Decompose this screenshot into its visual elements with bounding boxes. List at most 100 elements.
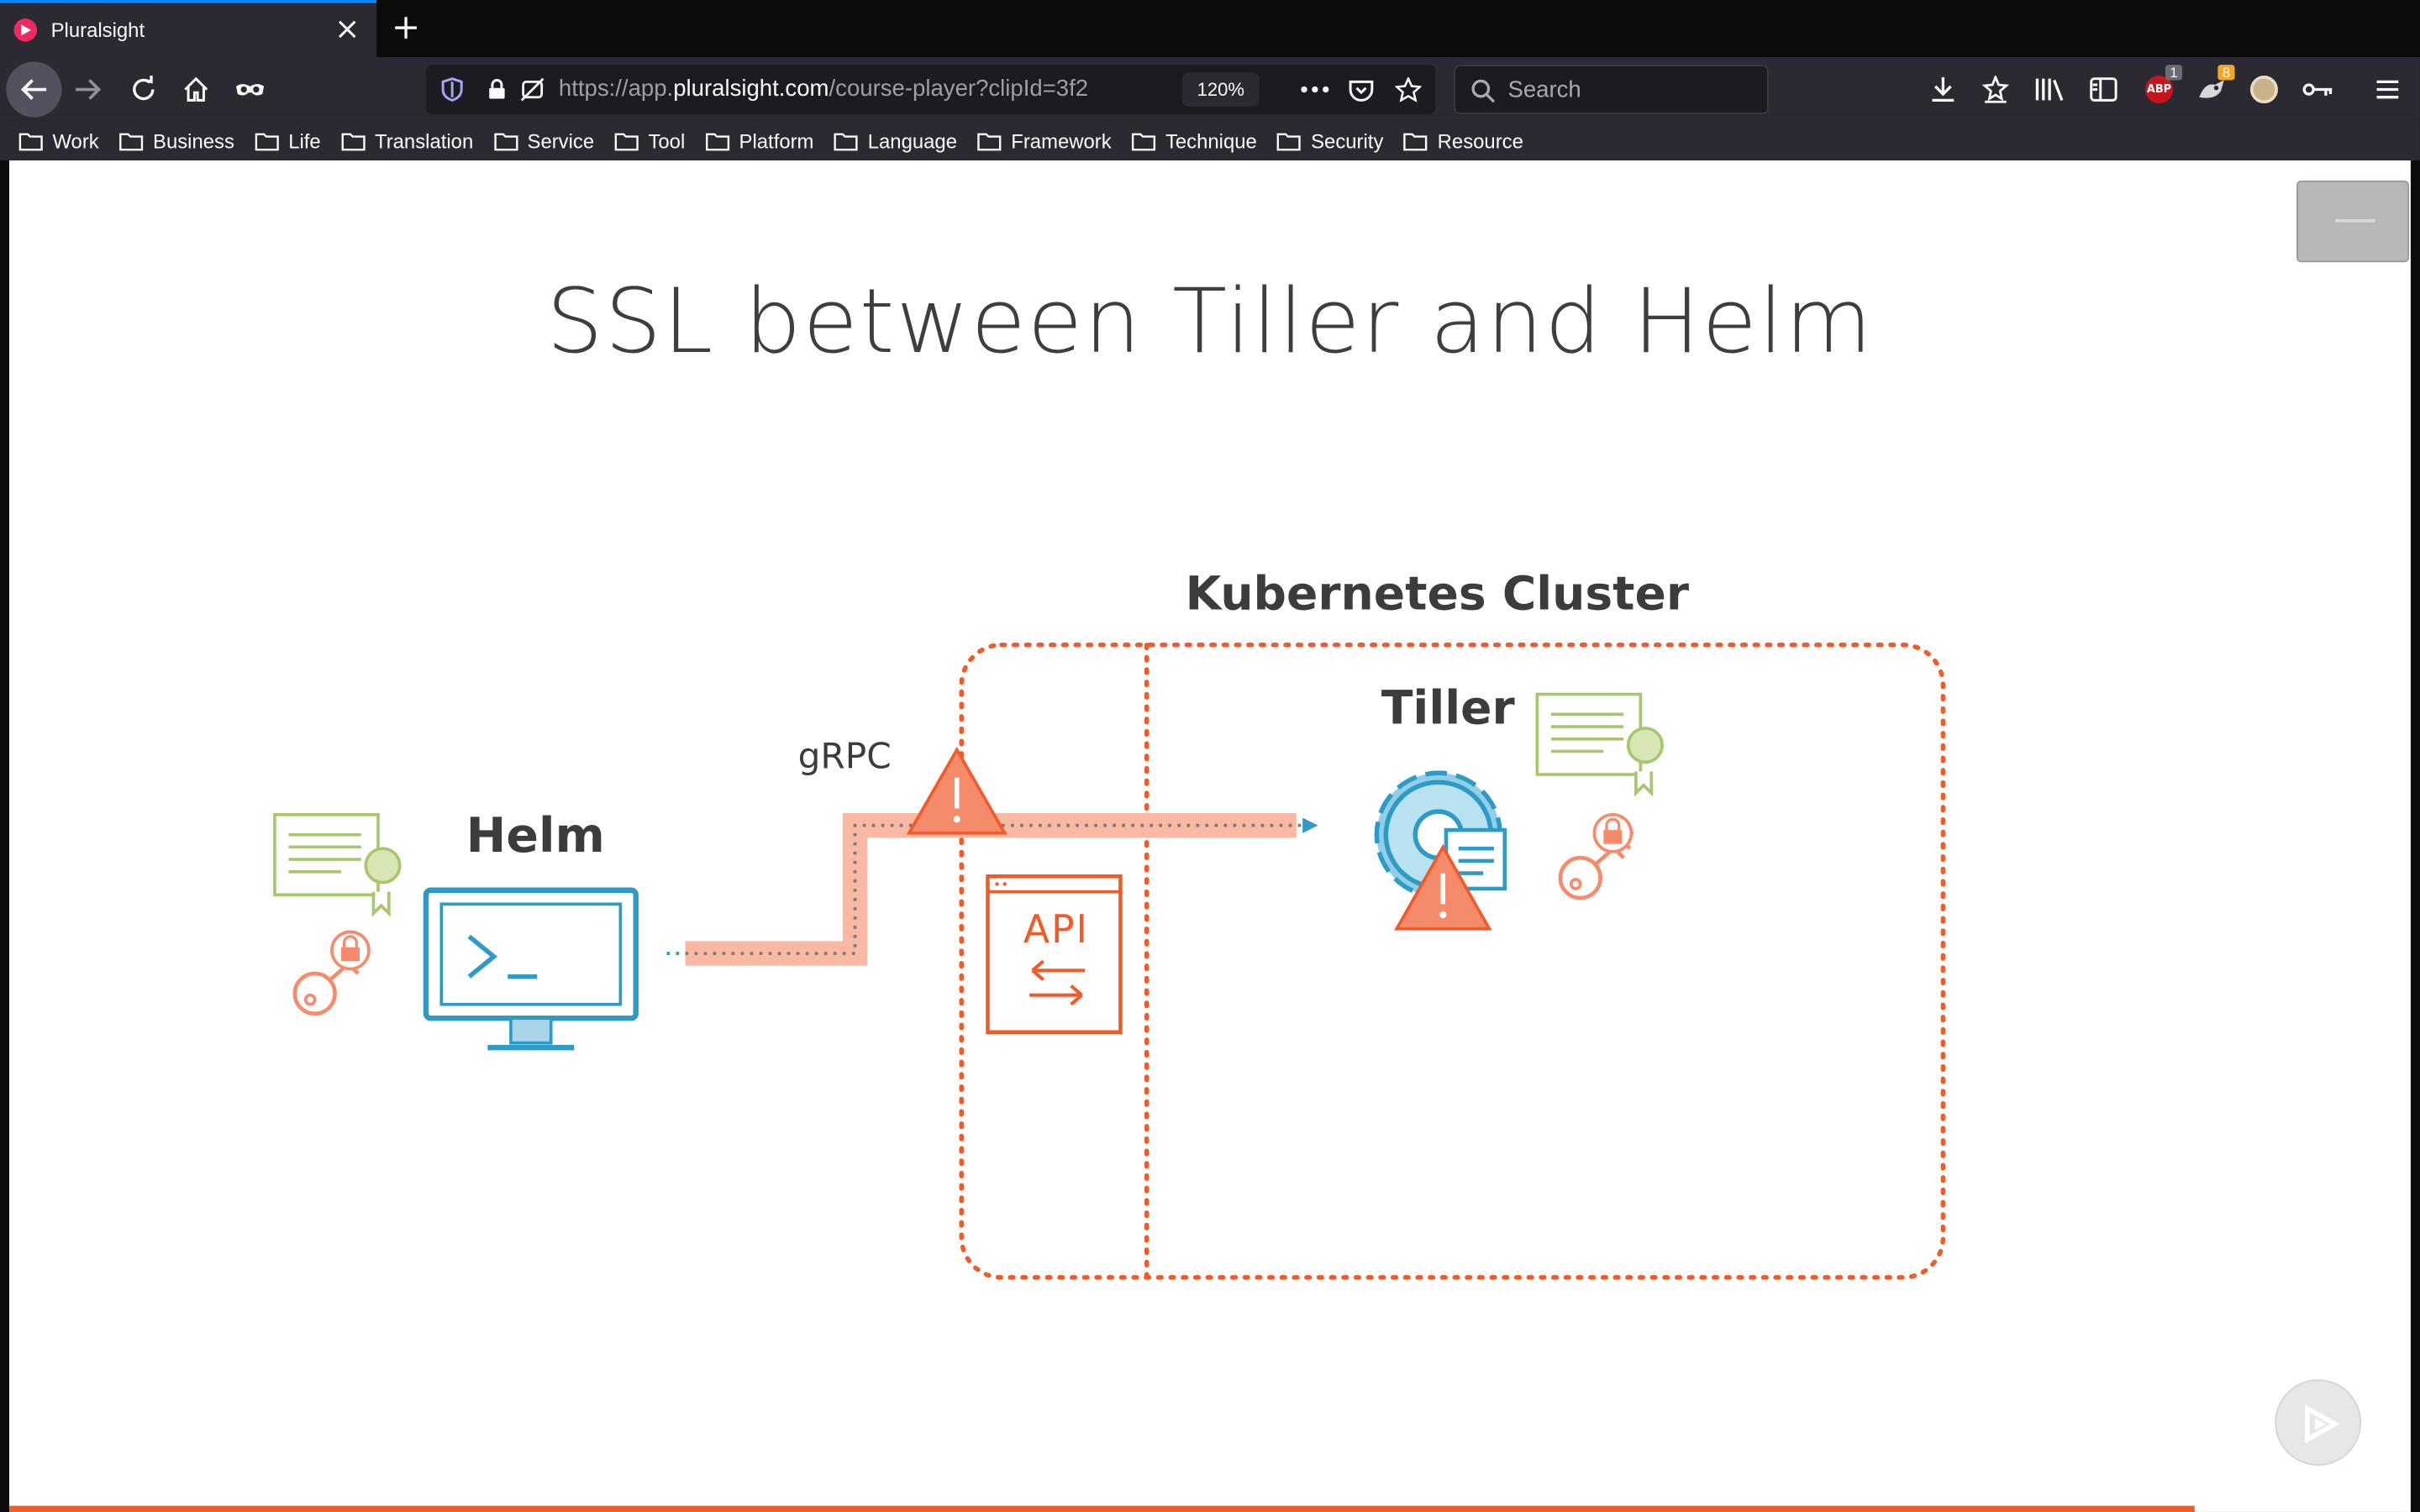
reading-list-button[interactable]	[1979, 72, 2012, 106]
folder-icon	[18, 132, 43, 150]
folder-icon	[834, 132, 859, 150]
folder-icon	[705, 132, 729, 150]
page-actions-icon[interactable]	[1297, 74, 1334, 105]
close-tab-icon[interactable]	[334, 15, 361, 43]
url-path: /course-player?clipId=3f2	[829, 75, 1089, 102]
bookmark-label: Business	[153, 129, 234, 152]
library-icon	[2035, 78, 2064, 101]
folder-icon	[1403, 132, 1428, 150]
bookmark-folder-tool[interactable]: Tool	[614, 129, 685, 152]
mask-icon	[236, 84, 265, 96]
helm-certificate-icon	[273, 812, 402, 917]
tab-pluralsight[interactable]: Pluralsight	[0, 0, 377, 57]
bookmark-label: Platform	[739, 129, 814, 152]
search-icon	[1471, 79, 1496, 103]
password-key-button[interactable]	[2300, 72, 2337, 106]
zoom-level-button[interactable]: 120%	[1181, 72, 1260, 107]
bookmark-folder-technique[interactable]: Technique	[1132, 129, 1257, 152]
folder-icon	[1277, 132, 1302, 150]
reload-icon	[133, 75, 155, 101]
bookmark-folder-translation[interactable]: Translation	[341, 129, 473, 152]
helm-terminal-icon	[423, 887, 639, 1051]
avatar	[2249, 75, 2278, 104]
url-prefix: https://app.	[558, 75, 674, 102]
video-progress-bar[interactable]	[9, 1505, 2195, 1512]
hamburger-menu-icon	[2376, 80, 2399, 99]
address-bar[interactable]: https://app.pluralsight.com/course-playe…	[425, 65, 1436, 114]
extension-button[interactable]: 8	[2191, 65, 2235, 110]
folder-icon	[119, 132, 144, 150]
tab-title: Pluralsight	[50, 18, 145, 42]
grpc-warning-icon	[906, 746, 1007, 835]
bookmark-label: Work	[52, 129, 99, 152]
key-icon	[2302, 83, 2333, 96]
grpc-dotted-line	[666, 823, 1303, 955]
folder-icon	[1132, 132, 1156, 150]
slide-title: SSL between Tiller and Helm	[546, 268, 1874, 374]
reload-button[interactable]	[127, 72, 160, 106]
pluralsight-favicon-icon	[13, 18, 38, 42]
bookmark-label: Service	[527, 129, 595, 152]
bookmark-label: Security	[1311, 129, 1384, 152]
tiller-label: Tiller	[1381, 681, 1515, 737]
bookmark-folder-language[interactable]: Language	[834, 129, 957, 152]
pocket-icon[interactable]	[1346, 74, 1377, 105]
extension-icon	[2199, 80, 2224, 98]
arrow-head-icon	[1302, 817, 1318, 833]
bookmark-folder-work[interactable]: Work	[18, 129, 99, 152]
search-field[interactable]: Search	[1454, 65, 1769, 114]
folder-icon	[341, 132, 366, 150]
bookmark-folder-platform[interactable]: Platform	[705, 129, 813, 152]
navigation-toolbar: https://app.pluralsight.com/course-playe…	[0, 56, 2420, 121]
downloads-button[interactable]	[1926, 72, 1960, 106]
cluster-boundary	[959, 642, 1946, 1280]
tiller-key-icon	[1558, 812, 1634, 900]
home-icon	[184, 76, 208, 102]
helm-label: Helm	[466, 808, 605, 864]
new-tab-icon[interactable]	[389, 11, 423, 45]
cluster-label: Kubernetes Cluster	[1185, 567, 1690, 622]
star-list-icon	[1981, 75, 2010, 103]
download-icon	[1932, 76, 1954, 102]
helm-key-icon	[292, 930, 371, 1016]
adblock-extension-button[interactable]: ABP 1	[2139, 65, 2183, 110]
bookmark-folder-security[interactable]: Security	[1277, 129, 1384, 152]
folder-icon	[255, 132, 279, 150]
tracking-protection-icon[interactable]	[518, 76, 546, 103]
bookmarks-toolbar: Work Business Life Translation Service Tool Pl…	[0, 120, 2420, 161]
back-arrow-icon	[20, 79, 47, 100]
bookmark-folder-framework[interactable]: Framework	[977, 129, 1112, 152]
search-placeholder: Search	[1507, 76, 1581, 104]
folder-icon	[977, 132, 1002, 150]
bookmark-folder-service[interactable]: Service	[493, 129, 594, 152]
forward-button[interactable]	[71, 72, 104, 106]
library-button[interactable]	[2031, 72, 2068, 106]
tiller-warning-icon	[1394, 843, 1492, 931]
back-button[interactable]	[6, 61, 62, 118]
bookmark-label: Life	[288, 129, 321, 152]
private-mask-button[interactable]	[232, 72, 269, 106]
app-menu-button[interactable]	[2370, 72, 2404, 106]
bookmark-folder-business[interactable]: Business	[119, 129, 234, 152]
profile-extension-button[interactable]	[2247, 72, 2281, 106]
lock-icon[interactable]	[485, 77, 509, 102]
adblock-badge: 1	[2165, 65, 2183, 81]
url-text[interactable]: https://app.pluralsight.com/course-playe…	[559, 76, 1130, 102]
bookmark-label: Language	[867, 129, 957, 152]
bookmark-folder-life[interactable]: Life	[255, 129, 321, 152]
slide-diagram	[273, 642, 1946, 1280]
folder-icon	[614, 132, 639, 150]
forward-arrow-icon	[75, 79, 102, 100]
pluralsight-play-button[interactable]	[2275, 1379, 2362, 1466]
home-button[interactable]	[179, 72, 213, 106]
api-server-icon	[986, 874, 1123, 1035]
bookmark-label: Framework	[1011, 129, 1112, 152]
bookmark-folder-resource[interactable]: Resource	[1403, 129, 1523, 152]
sidebar-icon	[2090, 77, 2118, 102]
bookmark-label: Resource	[1437, 129, 1523, 152]
player-menu-button[interactable]	[2296, 180, 2410, 263]
shield-icon[interactable]	[439, 76, 466, 103]
bookmark-star-icon[interactable]	[1392, 74, 1423, 105]
sidebar-button[interactable]	[2086, 72, 2120, 106]
extension-badge: 8	[2217, 65, 2235, 81]
